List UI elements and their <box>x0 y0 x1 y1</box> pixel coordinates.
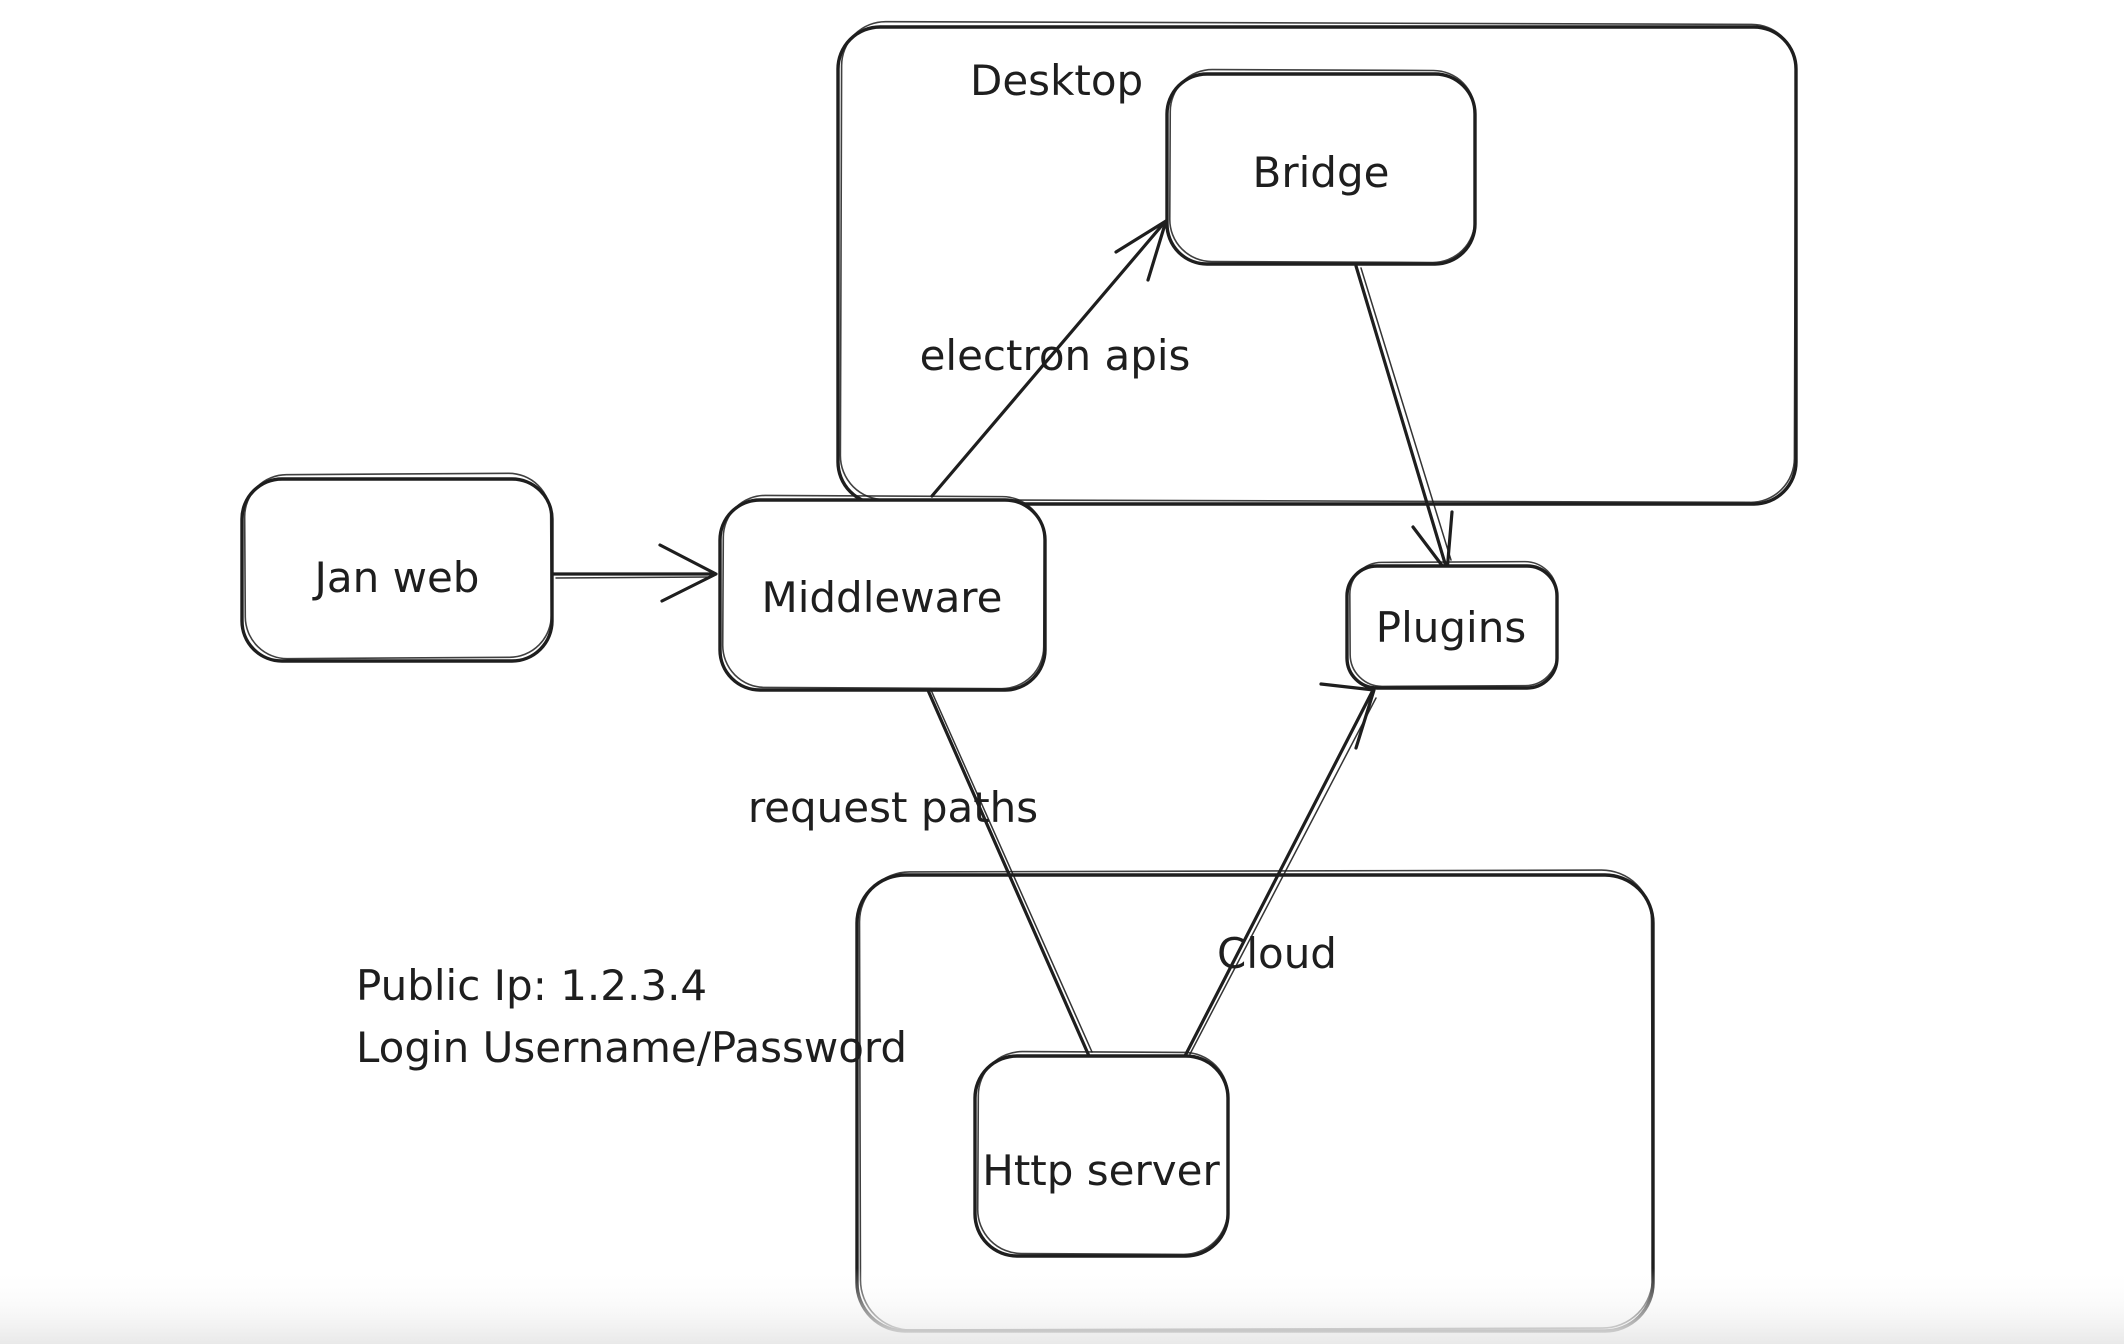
node-jan-web[interactable]: Jan web <box>240 472 554 663</box>
node-middleware-box <box>718 498 1047 692</box>
annotation-credentials[interactable]: Public Ip: 1.2.3.4 Login Username/Passwo… <box>356 961 907 1072</box>
edge-bridge-plugins-line <box>1354 264 1449 572</box>
edge-httpserver-plugins-line-sketch <box>1189 697 1377 1055</box>
node-middleware-box-sketch <box>721 494 1046 690</box>
arrowhead <box>1319 682 1376 750</box>
edge-janweb-middleware-line-sketch <box>555 576 711 579</box>
node-middleware[interactable]: Middleware <box>718 494 1047 692</box>
node-jan-web-box <box>240 477 554 663</box>
edge-middleware-bridge-line <box>930 221 1166 498</box>
edge-httpserver-plugins[interactable] <box>1183 682 1377 1058</box>
node-plugins[interactable]: Plugins <box>1345 560 1559 690</box>
edge-label-electron-apis[interactable]: electron apis <box>920 331 1191 380</box>
annotation-public-ip: Public Ip: 1.2.3.4 <box>356 961 707 1010</box>
annotation-login: Login Username/Password <box>356 1023 907 1072</box>
arrowhead <box>658 543 718 603</box>
edge-label-request-paths[interactable]: request paths <box>748 783 1038 832</box>
container-desktop-label: Desktop <box>970 56 1143 105</box>
container-cloud-label: Cloud <box>1217 929 1337 978</box>
node-http-server[interactable]: Http server <box>973 1050 1230 1258</box>
node-bridge[interactable]: Bridge <box>1165 68 1477 266</box>
edge-middleware-httpserver-line <box>925 686 1091 1058</box>
node-plugins-label: Plugins <box>1376 603 1526 652</box>
edge-janweb-middleware[interactable] <box>550 543 718 603</box>
node-jan-web-box-sketch <box>243 472 553 660</box>
edge-bridge-plugins-line-sketch <box>1360 267 1452 561</box>
node-http-server-box-sketch <box>976 1050 1230 1256</box>
bottom-fade <box>0 1268 2124 1344</box>
node-http-server-label: Http server <box>982 1146 1220 1195</box>
edge-middleware-httpserver-line-sketch <box>930 689 1093 1053</box>
node-bridge-box-sketch <box>1168 68 1477 264</box>
container-desktop-frame-sketch <box>839 20 1797 504</box>
node-bridge-label: Bridge <box>1253 148 1390 197</box>
edge-httpserver-plugins-line <box>1183 690 1374 1058</box>
edge-middleware-httpserver[interactable] <box>925 686 1093 1058</box>
node-jan-web-label: Jan web <box>312 553 480 602</box>
node-plugins-box-sketch <box>1349 560 1558 688</box>
node-middleware-label: Middleware <box>761 573 1002 622</box>
